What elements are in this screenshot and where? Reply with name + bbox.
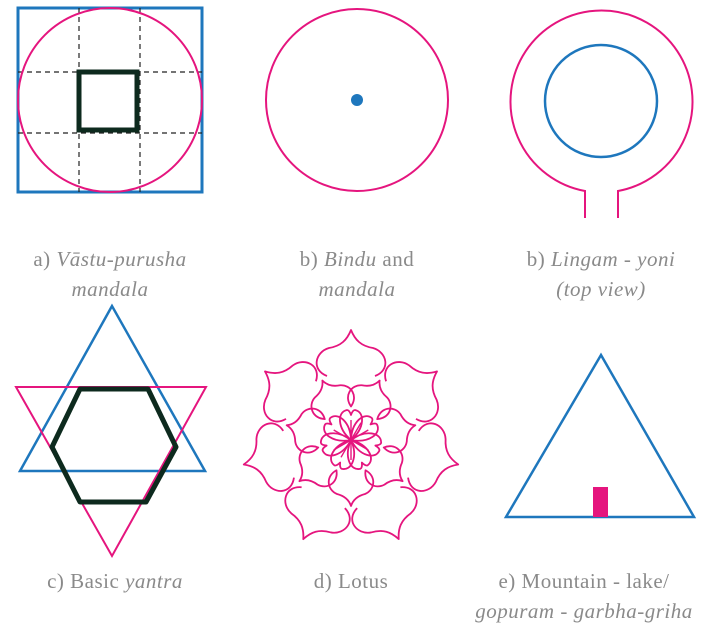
caption-lotus: d) Lotus <box>261 566 441 596</box>
mandala-circle <box>18 8 202 192</box>
bindu-mandala-diagram <box>266 9 448 191</box>
caption-vastu-purusha-mandala: a) Vāstu-purusha mandala <box>10 244 210 304</box>
caption-bindu-mandala: b) Bindu and mandala <box>257 244 457 304</box>
caption-lingam-yoni: b) Lingam - yoni (top view) <box>486 244 702 304</box>
caption-mountain-lake: e) Mountain - lake/ gopuram - garbha-gri… <box>466 566 702 626</box>
yoni-outline <box>511 11 693 218</box>
bindu-dot <box>351 94 363 106</box>
caption-basic-yantra: c) Basic yantra <box>10 566 220 596</box>
mandala-center-square <box>79 72 137 130</box>
lingam-yoni-diagram <box>511 11 693 218</box>
lingam-circle <box>545 45 657 157</box>
garbha-griha-block <box>593 487 608 517</box>
yantra-central-hexagon <box>52 389 176 502</box>
vastu-purusha-mandala-diagram <box>18 8 202 192</box>
basic-yantra-diagram <box>16 306 206 556</box>
lotus-diagram <box>236 330 466 554</box>
mountain-lake-diagram <box>506 355 694 517</box>
